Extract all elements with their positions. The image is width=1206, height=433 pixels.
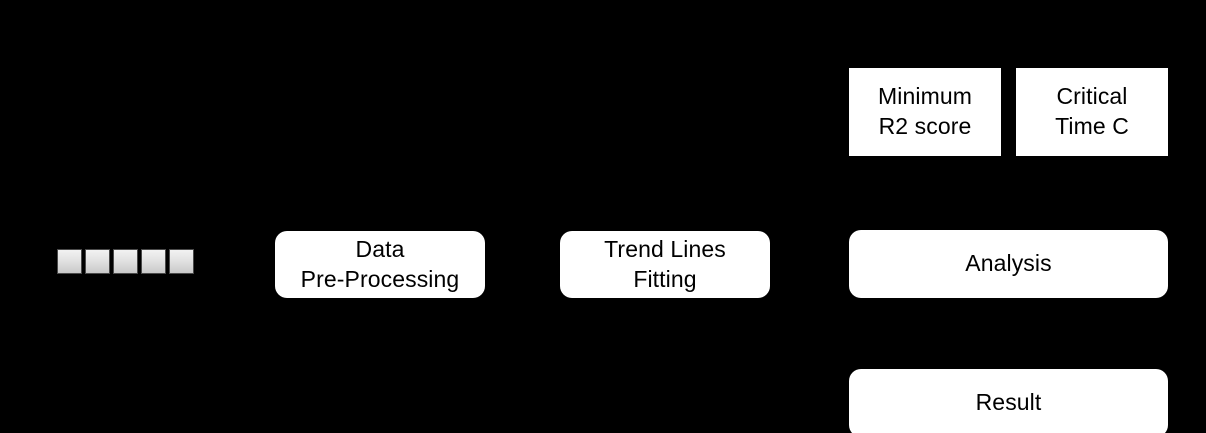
input-data-squares [57,249,194,274]
data-square [85,249,110,274]
node-analysis-label: Analysis [965,250,1052,277]
node-result[interactable]: Result [849,369,1168,433]
node-minimum-r2-score[interactable]: Minimum R2 score [849,68,1001,156]
node-trend-lines-fitting-label: Trend Lines Fitting [604,235,726,292]
node-data-pre-processing-label: Data Pre-Processing [300,235,460,292]
node-critical-time-c-label: Critical Time C [1055,83,1129,139]
node-critical-time-c[interactable]: Critical Time C [1016,68,1168,156]
node-result-label: Result [975,389,1042,416]
data-square [141,249,166,274]
node-data-pre-processing[interactable]: Data Pre-Processing [275,231,485,298]
node-analysis[interactable]: Analysis [849,230,1168,298]
data-square [169,249,194,274]
node-trend-lines-fitting[interactable]: Trend Lines Fitting [560,231,770,298]
data-square [57,249,82,274]
data-square [113,249,138,274]
node-minimum-r2-score-label: Minimum R2 score [878,83,972,139]
